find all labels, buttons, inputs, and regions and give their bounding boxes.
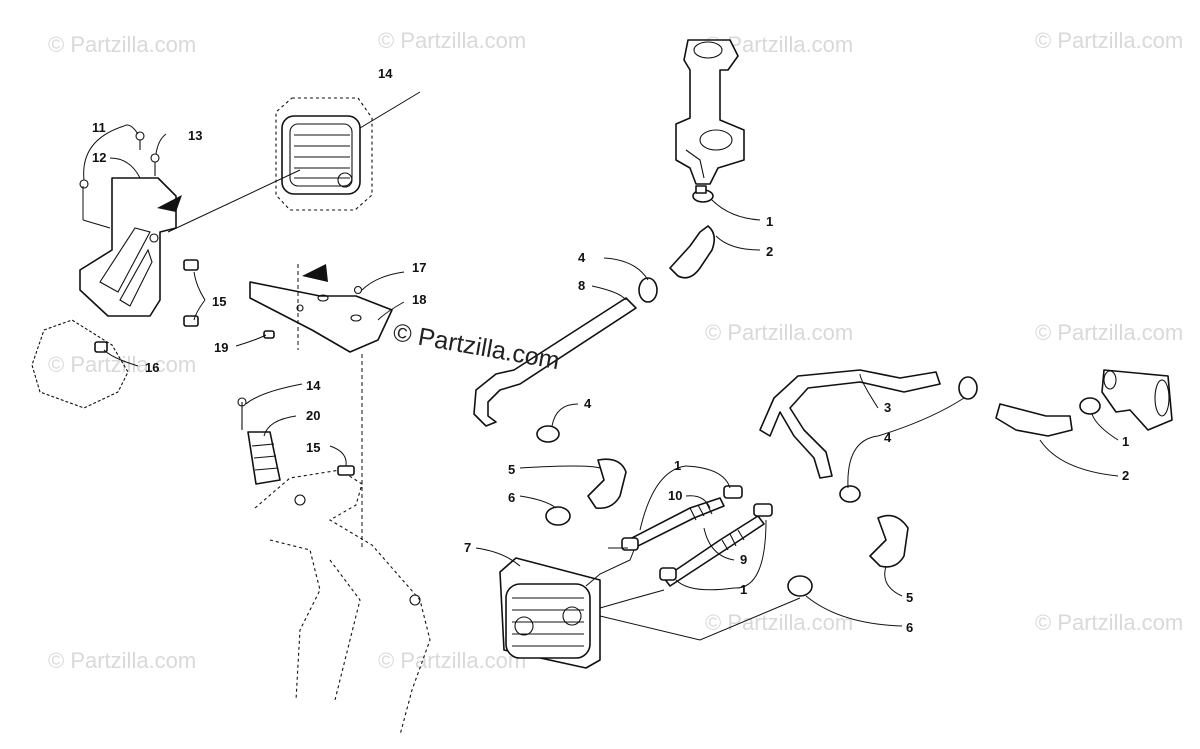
callout-label: 20 <box>306 408 320 423</box>
chassis-frame-ghost <box>254 469 431 736</box>
leader-line <box>359 91 421 129</box>
callout-leaders <box>83 124 1119 627</box>
callout-label: 7 <box>464 540 471 555</box>
alignment-line <box>167 169 301 233</box>
callout-label: 17 <box>412 260 426 275</box>
watermark: © Partzilla.com <box>48 648 196 673</box>
leader-line <box>599 589 665 609</box>
watermark: © Partzilla.com <box>705 610 853 635</box>
hose-clamp-6b <box>787 575 813 597</box>
hose-clamp-4a <box>638 277 658 303</box>
callout-label: 12 <box>92 150 106 165</box>
elbow-hose-5b <box>869 514 909 568</box>
hose-clamp-1d <box>1079 397 1101 415</box>
callout-label: 5 <box>508 462 515 477</box>
callout-label: 16 <box>145 360 159 375</box>
watermark: © Partzilla.com <box>48 32 196 57</box>
leader-line <box>599 597 801 641</box>
filled-triangle-arrow-icon <box>157 195 182 212</box>
callout-label: 14 <box>378 66 393 81</box>
hose-clamp-1b <box>621 485 773 581</box>
watermark: © Partzilla.com <box>48 352 196 377</box>
callout-label: 4 <box>884 430 892 445</box>
leader-line <box>82 219 111 229</box>
mounting-bracket-20 <box>237 397 281 485</box>
callout-label: 2 <box>1122 468 1129 483</box>
callout-label: 15 <box>306 440 320 455</box>
callout-label: 4 <box>584 396 592 411</box>
watermark-layer: © Partzilla.com © Partzilla.com © Partzi… <box>48 28 1183 673</box>
watermark: © Partzilla.com <box>1035 610 1183 635</box>
callout-label: 4 <box>578 250 586 265</box>
upper-oil-cooler <box>275 97 373 211</box>
callout-label: 1 <box>740 582 747 597</box>
lower-oil-cooler <box>499 557 601 669</box>
water-pump <box>675 39 745 185</box>
callout-label: 11 <box>92 120 106 135</box>
callout-label: 18 <box>412 292 426 307</box>
callout-label: 2 <box>766 244 773 259</box>
hose-clamp-4b <box>536 425 560 443</box>
leader-line <box>585 549 635 587</box>
watermark: © Partzilla.com <box>705 320 853 345</box>
screw-17 <box>353 285 363 295</box>
callout-label: 3 <box>884 400 891 415</box>
elbow-hose-2a <box>669 225 716 279</box>
watermark-main: © Partzilla.com <box>391 318 562 375</box>
callout-label: 1 <box>674 458 681 473</box>
nut-19 <box>263 330 275 339</box>
clip-15b <box>337 465 355 476</box>
callout-label: 1 <box>766 214 773 229</box>
callout-label: 5 <box>906 590 913 605</box>
hose-clamp-1a <box>692 185 714 203</box>
callout-label: 8 <box>578 278 585 293</box>
hose-clamp-6a <box>545 506 571 526</box>
pipe-8 <box>473 297 637 427</box>
callout-label: 1 <box>1122 434 1129 449</box>
hose-clamp-4c <box>839 376 978 503</box>
callout-label: 15 <box>212 294 226 309</box>
watermark: © Partzilla.com <box>378 28 526 53</box>
callout-label: 19 <box>214 340 228 355</box>
left-plate-ghost <box>31 319 129 409</box>
clip-15a <box>183 259 199 327</box>
straight-hose-2b <box>995 403 1073 437</box>
callout-label: 6 <box>508 490 515 505</box>
callout-label: 13 <box>188 128 202 143</box>
outlet-fitting <box>1101 369 1173 431</box>
callout-labels: 14 11 13 12 15 16 17 18 19 14 20 15 1 2 … <box>92 66 1129 635</box>
watermark: © Partzilla.com <box>378 648 526 673</box>
braided-line-10 <box>627 497 725 549</box>
braided-line-9 <box>663 515 765 587</box>
heat-shield <box>249 281 393 353</box>
filled-triangle-arrow-icon <box>302 264 328 282</box>
watermark: © Partzilla.com <box>1035 28 1183 53</box>
callout-label: 9 <box>740 552 747 567</box>
callout-label: 14 <box>306 378 321 393</box>
watermark: © Partzilla.com <box>1035 320 1183 345</box>
cooler-mount-bracket <box>79 177 177 317</box>
pipe-3 <box>759 369 941 479</box>
callout-label: 6 <box>906 620 913 635</box>
callout-label: 10 <box>668 488 682 503</box>
elbow-hose-5a <box>587 458 627 510</box>
